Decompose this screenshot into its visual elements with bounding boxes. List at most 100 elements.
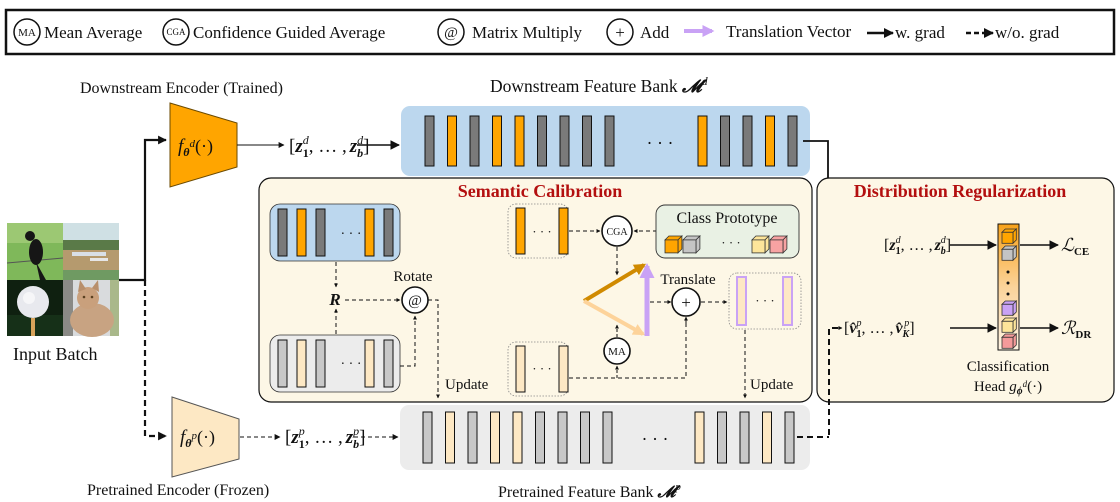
head-func: g: [1009, 379, 1017, 395]
ma-node: [603, 337, 631, 365]
head-cube-orange: [1001, 228, 1018, 245]
svg-text:[z1d, … ,zbd]: [z1d, … ,zbd]: [884, 235, 951, 257]
downstream-encoder-title: Downstream Encoder (Trained): [80, 80, 283, 97]
bank-sup: d: [702, 74, 709, 88]
pretrained-bank-title: Pretrained Feature Bank 𝓜p: [498, 481, 681, 501]
feature-bar-cream: [445, 411, 455, 464]
bank-title-text: Pretrained Feature Bank: [498, 484, 658, 501]
prototype-cube-orange: [664, 235, 683, 254]
sup: p: [298, 424, 305, 438]
prototype-cube-gray: [682, 235, 701, 254]
head-cube-gray: [1001, 245, 1018, 262]
sub: 1: [303, 146, 309, 160]
feature-bar-gray: [383, 339, 394, 388]
z: z: [345, 427, 354, 448]
sup: d: [357, 133, 364, 147]
svg-text:ℒCE: ℒCE: [1061, 235, 1089, 258]
pretrained-features: [z1p, … ,zbp]: [285, 424, 365, 451]
feature-bar-gray: [557, 411, 568, 464]
feature-bar-orange: [296, 208, 307, 257]
bracket: [: [289, 136, 295, 157]
loss-ce-sub: CE: [1074, 246, 1089, 258]
z: z: [888, 237, 896, 254]
feature-bar-gray: [582, 115, 592, 167]
arrow: [569, 318, 687, 379]
bracket: ]: [363, 136, 369, 157]
head-sub: ϕ: [1017, 386, 1023, 397]
svg-text:[z1d, … ,zbd]: [z1d, … ,zbd]: [289, 133, 369, 160]
sup: d: [303, 133, 310, 147]
svg-text:fθp(·): fθp(·): [180, 427, 215, 450]
feature-bar-orange: [492, 115, 502, 167]
feature-bar-gray: [315, 208, 326, 257]
sub: 1: [896, 246, 901, 257]
legend-label: Mean Average: [44, 23, 142, 42]
cga-node-symbol: CGA: [606, 227, 628, 238]
sub: b: [357, 146, 363, 160]
legend: MA Mean Average CGA Confidence Guided Av…: [4, 8, 1116, 56]
z: z: [934, 237, 942, 254]
ellipsis: · · ·: [532, 361, 552, 376]
v: v̂: [895, 320, 903, 337]
feature-bar-orange: [514, 115, 525, 167]
feature-bar-orange: [765, 115, 775, 167]
image-cat: [63, 280, 119, 337]
downstream-encoder-shape: [169, 102, 238, 188]
sup: p: [855, 318, 861, 329]
ma-node-symbol: MA: [608, 346, 626, 358]
feature-bar-gray: [535, 411, 545, 464]
head-sup: d: [1023, 379, 1028, 389]
reg-dr-sub: DR: [1075, 329, 1092, 341]
prototype-cube-pink: [769, 235, 788, 254]
bracket: [: [285, 427, 291, 448]
head-label-2: Head: [974, 379, 1009, 395]
mini-bank-ellipsis: · · ·: [341, 227, 362, 242]
downstream-feature-bank: · · ·: [401, 106, 810, 176]
sup: d: [896, 235, 902, 246]
mini-pretrained-bank: [269, 334, 401, 393]
enc-func: f: [178, 136, 186, 157]
dots: , … ,: [309, 136, 347, 157]
legend-label: Confidence Guided Average: [193, 23, 385, 42]
v: v̂: [849, 320, 857, 337]
enc-sup: p: [191, 430, 198, 442]
head-cube-pink: [1001, 333, 1018, 350]
bank-sup: p: [674, 481, 681, 493]
ellipsis: · · ·: [721, 235, 741, 250]
distribution-regularization-panel: Distribution Regularization [z1d, … ,zbd…: [816, 177, 1115, 435]
feature-bar-gray: [720, 115, 730, 167]
legend-matrix-multiply: @ Matrix Multiply: [437, 18, 583, 46]
feature-bar-orange: [364, 208, 375, 257]
legend-label: Matrix Multiply: [472, 23, 583, 42]
feature-bar-cream: [490, 411, 500, 464]
feature-bar-gray: [604, 115, 615, 167]
pretrained-encoder: fθp(·): [171, 396, 240, 478]
add-node: [671, 287, 701, 317]
legend-translation-vector: Translation Vector: [684, 22, 851, 41]
translate-label: Translate: [660, 272, 716, 288]
reg-dr-symbol: ℛ: [1061, 318, 1077, 338]
head-label-1: Classification: [967, 359, 1050, 375]
enc-arg: (·): [197, 427, 215, 448]
rotate-label: Rotate: [393, 269, 432, 285]
legend-add: + Add: [606, 18, 670, 46]
class-prototype-label: Class Prototype: [677, 210, 778, 227]
svg-text:Head gϕd(·): Head gϕd(·): [974, 379, 1042, 397]
ellipsis: · · ·: [755, 293, 775, 308]
feature-bar-gray: [602, 411, 613, 464]
semantic-calibration-panel: Semantic Calibration · · · · · · R Rotat…: [258, 177, 813, 403]
legend-without-grad: w/o. grad: [966, 23, 1060, 42]
sub: b: [353, 437, 359, 451]
sub: 1: [856, 329, 861, 340]
feature-bar-gray: [739, 411, 750, 464]
pretrained-bank-bars: [422, 411, 795, 464]
downstream-mean-vector: [582, 263, 647, 303]
sub: 1: [299, 437, 305, 451]
input-to-pretrained-arrow: [143, 280, 167, 441]
add-icon-symbol: +: [615, 23, 625, 42]
image-golf-ball: [7, 280, 63, 336]
update-label-left: Update: [445, 377, 489, 393]
bank-ellipsis: · · ·: [642, 429, 669, 449]
cga-node: [601, 215, 633, 247]
add-icon: [606, 18, 634, 46]
